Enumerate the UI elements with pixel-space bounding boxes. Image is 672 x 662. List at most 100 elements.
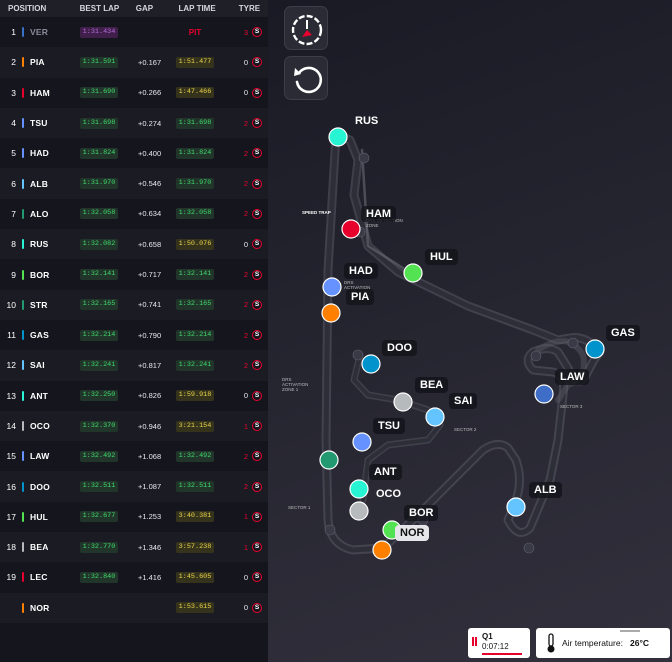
tyre-cell: 1 S bbox=[228, 421, 268, 431]
tyre-cell: 2 S bbox=[228, 299, 268, 310]
table-row[interactable]: 16 DOO 1:32.511 +1.087 1:32.511 2 S bbox=[0, 471, 268, 502]
position-cell: 6 ALB bbox=[0, 178, 80, 189]
driver-label-oco: OCO bbox=[376, 488, 402, 500]
gap-value: +1.068 bbox=[138, 451, 162, 461]
table-row[interactable]: 10 STR 1:32.165 +0.741 1:32.165 2 S bbox=[0, 289, 268, 320]
best-lap: 1:32.511 bbox=[80, 481, 118, 493]
position-cell: 4 TSU bbox=[0, 118, 80, 129]
position-number: 19 bbox=[6, 572, 16, 583]
table-row[interactable]: 7 ALO 1:32.058 +0.634 1:32.058 2 S bbox=[0, 198, 268, 230]
car-tsu[interactable] bbox=[352, 432, 372, 452]
lap-time-cell: 1:50.076 bbox=[176, 238, 228, 250]
lap-time: 1:31.970 bbox=[176, 178, 214, 190]
lap-time: 1:59.918 bbox=[176, 390, 214, 402]
table-row[interactable]: 14 OCO 1:32.370 +0.946 3:21.154 1 S bbox=[0, 410, 268, 442]
header-best-lap: BEST LAP bbox=[79, 4, 120, 13]
car-nor[interactable] bbox=[372, 540, 392, 560]
best-lap bbox=[80, 602, 118, 613]
best-lap: 1:31.690 bbox=[80, 87, 118, 99]
cars bbox=[319, 127, 605, 560]
sector-2-label: SECTOR 2 bbox=[454, 427, 477, 432]
table-row[interactable]: 9 BOR 1:32.141 +0.717 1:32.141 2 S bbox=[0, 259, 268, 290]
soft-tyre-icon: S bbox=[252, 360, 262, 371]
driver-label-law: LAW bbox=[555, 369, 590, 385]
position-cell: 19 LEC bbox=[0, 572, 80, 583]
position-cell: 18 BEA bbox=[0, 542, 80, 553]
table-row[interactable]: 17 HUL 1:32.677 +1.253 3:40.381 1 S bbox=[0, 501, 268, 533]
position-cell: NOR bbox=[0, 602, 80, 613]
position-number: 4 bbox=[11, 118, 16, 129]
tyre-cell: 0 S bbox=[228, 602, 268, 613]
driver-code: RUS bbox=[30, 239, 49, 250]
driver-code: PIA bbox=[30, 57, 45, 68]
car-doo[interactable] bbox=[361, 354, 381, 374]
tyre-cell: 0 S bbox=[228, 87, 268, 98]
table-row[interactable]: 13 ANT 1:32.250 +0.826 1:59.918 0 S bbox=[0, 380, 268, 411]
table-row[interactable]: 1 VER 1:31.434 PIT 3 S bbox=[0, 17, 268, 48]
table-row[interactable]: 11 GAS 1:32.214 +0.790 1:32.214 2 S bbox=[0, 319, 268, 351]
turn-marker bbox=[352, 349, 364, 361]
car-law[interactable] bbox=[534, 384, 554, 404]
lap-time-cell: 1:32.165 bbox=[176, 299, 228, 311]
car-alb[interactable] bbox=[506, 497, 526, 517]
gap-cell: +0.658 bbox=[136, 240, 176, 249]
car-had[interactable] bbox=[322, 277, 342, 297]
position-cell: 1 VER bbox=[0, 27, 80, 38]
driver-code: ALO bbox=[30, 208, 49, 219]
lap-time: 1:32.141 bbox=[176, 269, 214, 281]
car-oco[interactable] bbox=[349, 501, 369, 521]
camera-mode-button[interactable] bbox=[284, 6, 328, 50]
table-row[interactable]: 5 HAD 1:31.824 +0.400 1:31.824 2 S bbox=[0, 138, 268, 169]
table-row[interactable]: 6 ALB 1:31.970 +0.546 1:31.970 2 S bbox=[0, 168, 268, 199]
table-row[interactable]: 8 RUS 1:32.082 +0.658 1:50.076 0 S bbox=[0, 229, 268, 260]
best-lap-cell: 1:32.511 bbox=[80, 481, 136, 493]
table-row[interactable]: 15 LAW 1:32.492 +1.068 1:32.492 2 S bbox=[0, 441, 268, 472]
header-tyre: TYRE bbox=[238, 4, 261, 13]
best-lap: 1:32.250 bbox=[80, 390, 118, 402]
position-number: 16 bbox=[6, 481, 16, 492]
car-hul[interactable] bbox=[403, 263, 423, 283]
position-cell: 7 ALO bbox=[0, 208, 80, 219]
table-row[interactable]: 2 PIA 1:31.591 +0.167 1:51.477 0 S bbox=[0, 47, 268, 78]
car-ant[interactable] bbox=[349, 479, 369, 499]
car-rus[interactable] bbox=[328, 127, 348, 147]
car-bea[interactable] bbox=[393, 392, 413, 412]
table-row[interactable]: 3 HAM 1:31.690 +0.266 1:47.466 0 S bbox=[0, 77, 268, 108]
driver-label-bea: BEA bbox=[415, 377, 449, 393]
lap-time-cell: 1:32.058 bbox=[176, 208, 228, 220]
header-position: POSITION bbox=[8, 4, 47, 13]
tyre-cell: 2 S bbox=[228, 178, 268, 189]
position-number: 1 bbox=[11, 27, 16, 38]
gap-cell: +0.400 bbox=[136, 149, 176, 158]
best-lap-cell: 1:32.770 bbox=[80, 541, 136, 553]
driver-label-doo: DOO bbox=[382, 340, 418, 356]
gap-cell: +0.790 bbox=[136, 331, 176, 340]
lap-time-cell: 3:57.238 bbox=[176, 541, 228, 553]
lap-time: 3:40.381 bbox=[176, 511, 214, 523]
reset-view-button[interactable] bbox=[284, 56, 328, 100]
car-sai[interactable] bbox=[425, 407, 445, 427]
position-number: 15 bbox=[6, 451, 16, 462]
best-lap: 1:32.492 bbox=[80, 450, 118, 462]
car-ham[interactable] bbox=[341, 219, 361, 239]
session-name: Q1 bbox=[482, 632, 493, 641]
tyre-laps: 1 bbox=[243, 512, 248, 522]
car-alo[interactable] bbox=[319, 450, 339, 470]
table-row[interactable]: 19 LEC 1:32.840 +1.416 1:45.605 0 S bbox=[0, 562, 268, 593]
table-row[interactable]: 18 BEA 1:32.770 +1.346 3:57.238 1 S bbox=[0, 532, 268, 563]
tyre-laps: 0 bbox=[243, 603, 248, 613]
best-lap-cell: 1:32.082 bbox=[80, 238, 136, 250]
position-number: 18 bbox=[6, 542, 16, 553]
table-row[interactable]: 12 SAI 1:32.241 +0.817 1:32.241 2 S bbox=[0, 350, 268, 381]
table-row[interactable]: 4 TSU 1:31.698 +0.274 1:31.698 2 S bbox=[0, 107, 268, 139]
position-cell: 3 HAM bbox=[0, 87, 80, 98]
car-gas[interactable] bbox=[585, 339, 605, 359]
table-row[interactable]: NOR 1:53.615 0 S bbox=[0, 592, 268, 623]
team-color-bar bbox=[22, 572, 24, 583]
gap-cell: +1.346 bbox=[136, 543, 176, 552]
best-lap-cell: 1:31.690 bbox=[80, 87, 136, 99]
car-pia[interactable] bbox=[321, 303, 341, 323]
tyre-laps: 2 bbox=[243, 360, 248, 370]
team-color-bar bbox=[22, 118, 24, 129]
lap-time-cell: 1:32.141 bbox=[176, 269, 228, 281]
